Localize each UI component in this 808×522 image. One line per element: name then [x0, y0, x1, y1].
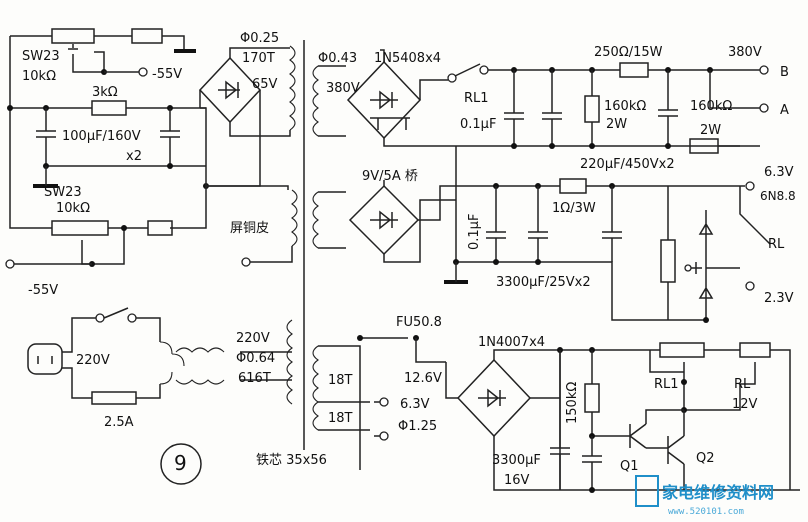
label-fuse: 2.5A [104, 415, 134, 430]
label-neg55-bot: -55V [28, 283, 58, 298]
label-220v-primary: 220V [236, 331, 270, 346]
label-cap100: 100μF/160V [62, 129, 141, 144]
label-fu508: FU50.8 [396, 315, 442, 330]
label-380v-out: 380V [728, 45, 762, 60]
resistor-top [131, 28, 163, 44]
label-rl1-bot: RL1 [654, 377, 679, 392]
label-x2: x2 [126, 149, 142, 164]
label-12v: 12V [732, 397, 758, 412]
label-tube: 6N8.8 [760, 189, 796, 203]
ac-socket [27, 343, 63, 375]
label-2-3v: 2.3V [764, 291, 794, 306]
lv-supply [312, 146, 771, 323]
label-r1ohm: 1Ω/3W [552, 201, 596, 216]
filament-coil [312, 345, 319, 431]
transistor-q1 [629, 423, 647, 449]
figure-number-circle [160, 443, 202, 485]
label-380v-primary: 380V [326, 81, 360, 96]
label-shield: 屏铜皮 [230, 221, 269, 236]
label-sw23-bot: SW23 [44, 185, 82, 200]
label-bridge-9v: 9V/5A 桥 [362, 169, 418, 184]
label-r160a-w: 2W [606, 117, 627, 132]
label-sw23-top-val: 10kΩ [22, 69, 56, 84]
label-phi125: Φ1.25 [398, 419, 437, 434]
label-sw23-bot-val: 10kΩ [56, 201, 90, 216]
label-phi025: Φ0.25 [240, 31, 279, 46]
label-c01-mid: 0.1μF [467, 214, 482, 250]
bias-supply [5, 28, 298, 269]
label-out-b: B [780, 65, 789, 80]
label-figure-number: 9 [174, 451, 187, 475]
resistor-250 [619, 62, 649, 78]
label-cap3300x2: 3300μF/25Vx2 [496, 275, 591, 290]
hv-supply [312, 49, 769, 154]
secondary-65v-coil [289, 45, 296, 131]
filament-supply [312, 335, 800, 493]
label-q2: Q2 [696, 451, 715, 466]
label-rl-bot: RL [734, 377, 751, 392]
label-phi064: Φ0.64 [236, 351, 275, 366]
resistor-bottom [147, 220, 173, 236]
relay-coil-rl [660, 239, 676, 283]
pot-sw23-bottom [51, 220, 109, 236]
label-16v: 16V [504, 473, 530, 488]
lv-secondary-coil [312, 191, 319, 249]
label-r160b: 160kΩ [690, 99, 732, 114]
resistor-150k [584, 383, 600, 413]
label-rl-mid: RL [768, 237, 785, 252]
label-1n4007: 1N4007x4 [478, 335, 545, 350]
label-r160a: 160kΩ [604, 99, 646, 114]
label-c01-top: 0.1μF [460, 117, 496, 132]
pot-rl1 [659, 342, 705, 358]
watermark-logo [635, 475, 659, 507]
label-out-a: A [780, 103, 789, 118]
primary-coil [286, 319, 293, 405]
watermark-text: 家电维修资料网 [662, 483, 774, 502]
watermark-url: www.520101.com [668, 507, 744, 517]
resistor-3k [91, 100, 127, 116]
label-12-6v: 12.6V [404, 371, 442, 386]
label-r250: 250Ω/15W [594, 45, 663, 60]
fuse-2-5a [91, 391, 137, 405]
transistor-q2 [667, 435, 685, 465]
label-6-3v: 6.3V [400, 397, 430, 412]
label-18t-b: 18T [328, 411, 353, 426]
label-3k: 3kΩ [92, 85, 118, 100]
label-220v-in: 220V [76, 353, 110, 368]
label-core: 铁芯 35x56 [256, 453, 327, 468]
label-sw23-top: SW23 [22, 49, 60, 64]
resistor-1ohm [559, 178, 587, 194]
label-1n5408: 1N5408x4 [374, 51, 441, 66]
hv-secondary-coil [312, 65, 319, 137]
resistor-160k-a [584, 95, 600, 123]
label-6-3v-out: 6.3V [764, 165, 794, 180]
pot-sw23-top [51, 28, 95, 44]
label-3300uf: 3300μF [492, 453, 541, 468]
label-65v: 65V [252, 77, 278, 92]
label-neg55-top: -55V [152, 67, 182, 82]
label-q1: Q1 [620, 459, 639, 474]
label-150k: 150kΩ [565, 382, 580, 424]
pot-rl [739, 342, 771, 358]
label-cap220: 220μF/450Vx2 [580, 157, 675, 172]
mains-input [27, 307, 293, 405]
label-rl1-top: RL1 [464, 91, 489, 106]
label-r160b-w: 2W [700, 123, 721, 138]
label-phi043: Φ0.43 [318, 51, 357, 66]
label-616t: 616T [238, 371, 271, 386]
label-170t: 170T [242, 51, 275, 66]
label-18t-a: 18T [328, 373, 353, 388]
shield-coil [291, 189, 298, 247]
